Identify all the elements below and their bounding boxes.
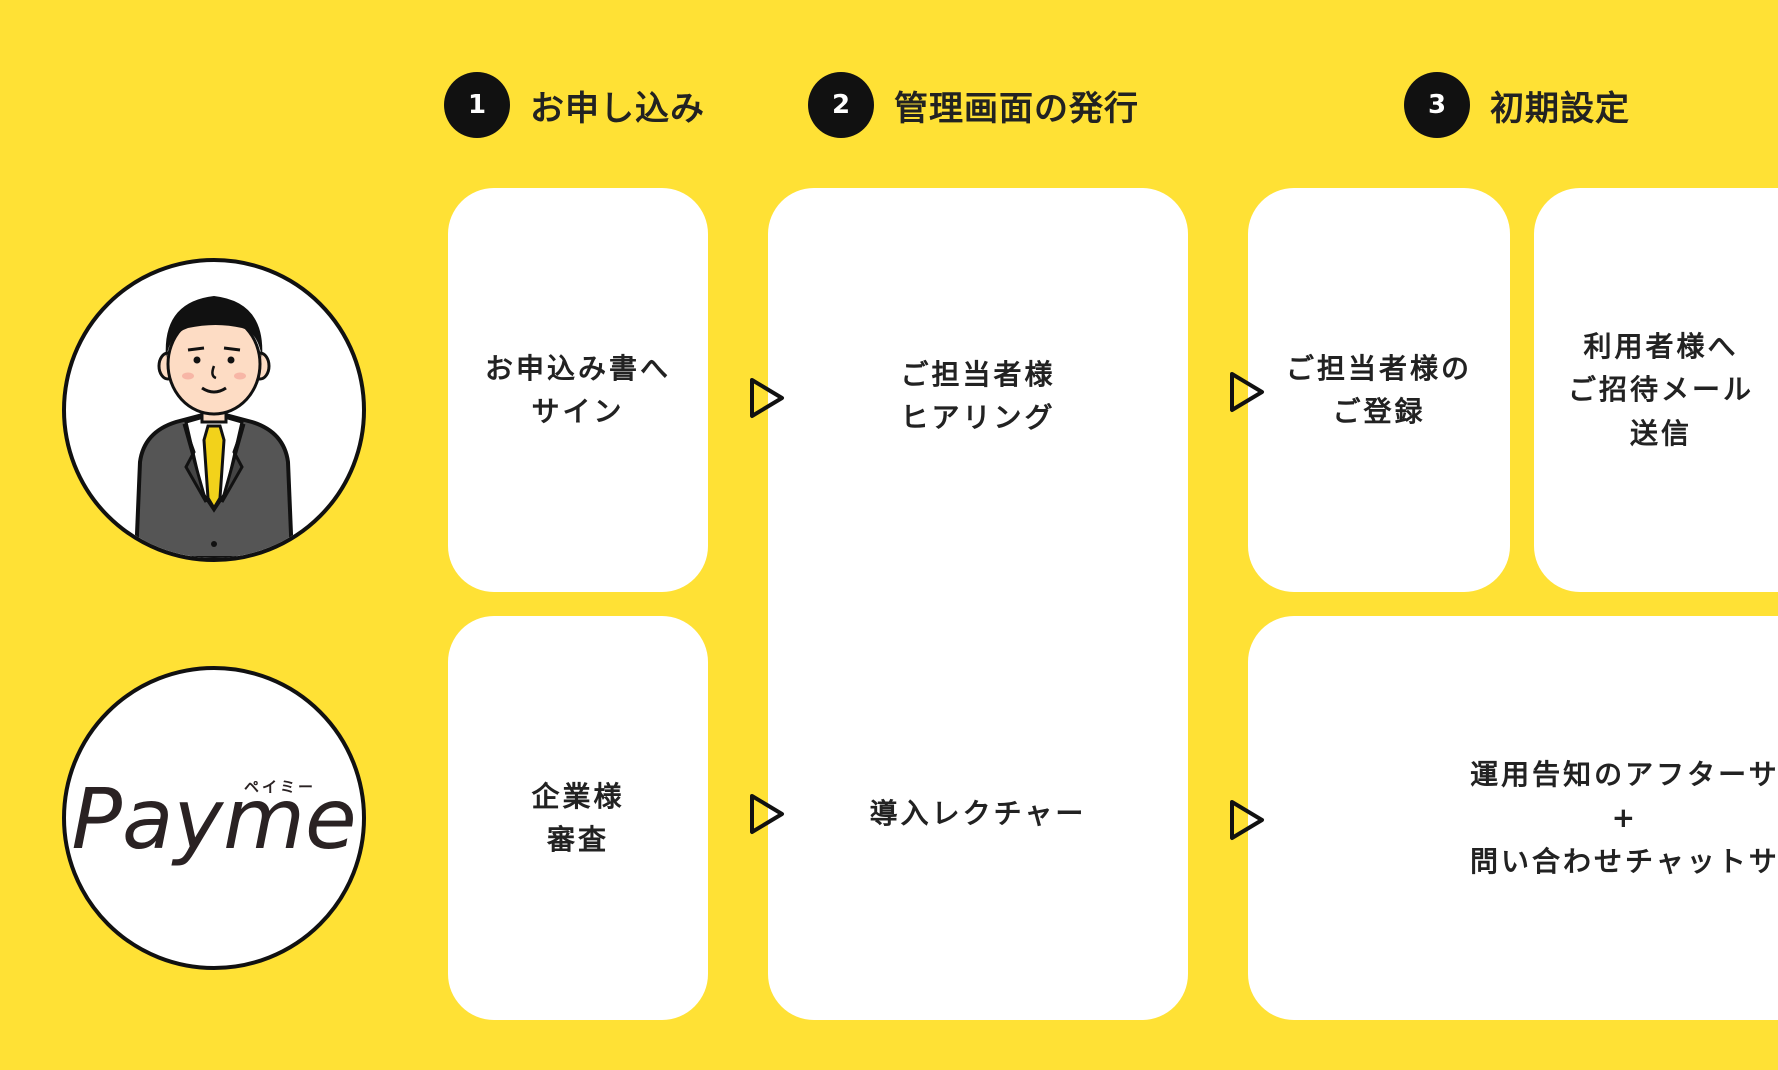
card-sign-application: お申込み書へ サイン [448, 188, 708, 592]
step-title: お申し込み [530, 88, 705, 129]
card-hearing: ご担当者様 ヒアリング [768, 188, 1188, 1020]
card-invite-users: 利用者様へ ご招待メール 送信 [1534, 188, 1778, 592]
step-title: 初期設定 [1490, 88, 1630, 129]
arrow-right-icon [750, 378, 784, 418]
logo-wordmark: Payme [71, 770, 356, 868]
step-1-header: 1 お申し込み [444, 72, 705, 138]
businessman-icon [133, 296, 295, 558]
logo-kana: ペイミー [244, 778, 316, 796]
card-register-contact: ご担当者様の ご登録 [1248, 188, 1510, 592]
arrow-right-icon [1230, 800, 1264, 840]
arrow-right-icon [750, 794, 784, 834]
step-2-header: 2 管理画面の発行 [808, 72, 1139, 138]
step-number-badge: 1 [444, 72, 510, 138]
card-after-support: 運用告知のアフターサ + 問い合わせチャットサ [1248, 616, 1778, 1020]
card-company-review: 企業様 審査 [448, 616, 708, 1020]
step-title: 管理画面の発行 [894, 88, 1139, 129]
businessman-avatar [62, 258, 366, 562]
step-number-badge: 2 [808, 72, 874, 138]
payme-logo: Payme ペイミー [71, 770, 356, 868]
step-3-header: 3 初期設定 [1404, 72, 1630, 138]
payme-logo-circle: Payme ペイミー [62, 666, 366, 970]
arrow-right-icon [1230, 372, 1264, 412]
card-lecture: 導入レクチャー [869, 797, 1087, 831]
step-number-badge: 3 [1404, 72, 1470, 138]
